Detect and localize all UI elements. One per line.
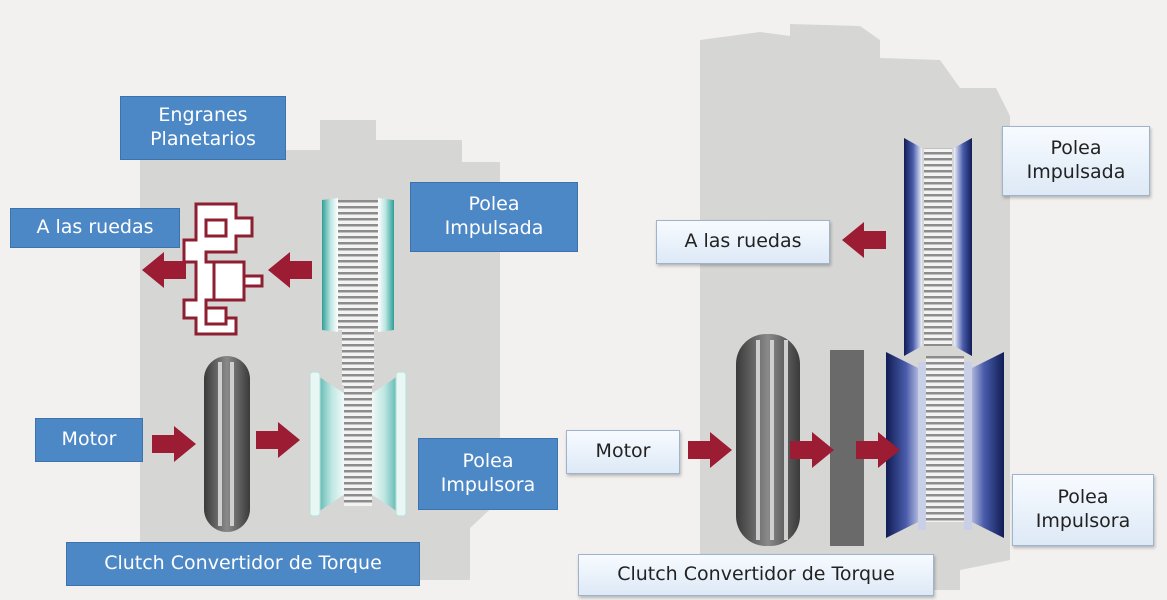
left-driven-pulley [322,198,394,332]
left-drive-pulley-label-line2: Impulsora [440,474,536,496]
right-clutch-label: Clutch Convertidor de Torque [578,554,934,596]
left-wheels-label: A las ruedas [10,208,180,248]
right-motor-label-text: Motor [595,440,651,463]
left-planetary-gears-label: Engranes Planetarios [120,96,286,160]
right-drive-pulley-label: Polea Impulsora [1012,474,1154,546]
left-motor-label: Motor [35,418,143,462]
right-driven-pulley-label-line2: Impulsada [1026,161,1126,183]
right-drive-pulley-label-line1: Polea [1057,486,1109,509]
right-driven-pulley [904,138,972,356]
left-motor-label-text: Motor [61,428,117,451]
right-motor-label: Motor [566,430,680,474]
left-drive-pulley [309,371,407,517]
left-clutch-label: Clutch Convertidor de Torque [66,542,420,586]
left-clutch-disk [204,356,250,532]
right-drive-pulley [886,352,1004,538]
left-wheels-label-text: A las ruedas [36,216,154,239]
right-driven-pulley-label-line1: Polea [1050,137,1102,160]
left-drive-pulley-label-line1: Polea [462,450,514,473]
right-clutch-label-text: Clutch Convertidor de Torque [617,563,895,586]
right-clutch-disk [736,334,800,546]
left-driven-pulley-label-line2: Impulsada [444,217,544,239]
left-planetary-gears-label-line2: Planetarios [150,128,256,150]
left-planetary-gears-label-line1: Engranes [158,104,248,127]
left-drive-pulley-label: Polea Impulsora [418,438,558,510]
left-belt [342,330,374,385]
right-wheels-label: A las ruedas [656,220,830,264]
left-driven-pulley-label: Polea Impulsada [410,182,578,252]
left-planetary-gears [182,202,264,336]
right-wheels-label-text: A las ruedas [684,230,802,253]
right-driven-pulley-label: Polea Impulsada [1002,126,1150,196]
left-clutch-label-text: Clutch Convertidor de Torque [104,552,382,575]
right-drive-pulley-label-line2: Impulsora [1035,510,1131,532]
left-driven-pulley-label-line1: Polea [468,193,520,216]
